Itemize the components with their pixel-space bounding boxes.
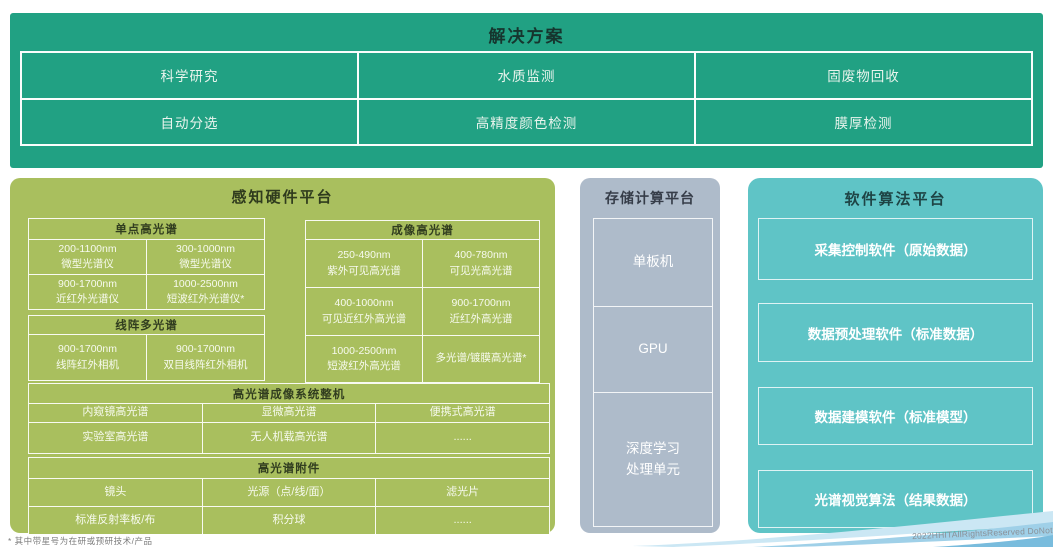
- storage-stack: 单板机 GPU 深度学习 处理单元: [593, 218, 713, 527]
- accessories-table: 高光谱附件 镜头 光源（点/线/面） 滤光片 标准反射率板/布 积分球 ....…: [28, 457, 550, 535]
- device-name: 微型光谱仪: [61, 258, 114, 270]
- device-range: 1000-2500nm: [331, 344, 397, 357]
- solutions-panel: 解决方案 科学研究 水质监测 固废物回收 自动分选 高精度颜色检测 膜厚检测: [10, 13, 1043, 168]
- accessory-cell: 滤光片: [376, 479, 549, 506]
- device-cell: 400-780nm 可见光高光谱: [423, 240, 539, 287]
- single-point-table: 单点高光谱 200-1100nm 微型光谱仪 300-1000nm 微型光谱仪 …: [28, 218, 265, 310]
- line-array-header: 线阵多光谱: [29, 316, 264, 334]
- device-range: 900-1700nm: [451, 297, 511, 310]
- device-name: 可见近红外高光谱: [322, 312, 406, 325]
- accessory-cell: 镜头: [29, 479, 202, 506]
- solutions-title: 解决方案: [488, 27, 565, 46]
- device-range: 900-1700nm: [58, 343, 117, 356]
- device-cell: 900-1700nm 近红外高光谱: [423, 288, 539, 335]
- software-item: 采集控制软件（原始数据）: [758, 218, 1033, 280]
- device-name: 线阵红外相机: [56, 358, 119, 371]
- hardware-panel: 感知硬件平台 单点高光谱 200-1100nm 微型光谱仪 300-1000nm…: [10, 178, 555, 535]
- device-name: 多光谱/镀膜高光谱*: [435, 352, 527, 365]
- device-range: 250-490nm: [337, 249, 391, 262]
- software-item: 数据预处理软件（标准数据）: [758, 303, 1033, 362]
- system-table: 高光谱成像系统整机 内窥镜高光谱 显微高光谱 便携式高光谱 实验室高光谱 无人机…: [28, 383, 550, 454]
- storage-title: 存储计算平台: [605, 190, 695, 206]
- solution-item: 固废物回收: [696, 53, 1031, 98]
- solution-item: 高精度颜色检测: [359, 99, 694, 144]
- device-range: 300-1000nm: [176, 242, 235, 255]
- system-cell: 无人机载高光谱: [202, 423, 376, 453]
- solution-item: 科学研究: [22, 53, 357, 98]
- accessory-cell: 标准反射率板/布: [29, 507, 202, 534]
- solution-item: 膜厚检测: [696, 99, 1031, 144]
- device-range: 400-780nm: [454, 249, 508, 262]
- system-cell: ......: [376, 423, 549, 453]
- storage-panel: 存储计算平台 单板机 GPU 深度学习 处理单元: [580, 178, 720, 533]
- imaging-table: 成像高光谱 250-490nm 紫外可见高光谱 400-780nm 可见光高光谱…: [305, 220, 540, 383]
- device-cell: 900-1700nm 近红外光谱仪: [29, 275, 146, 309]
- device-cell: 200-1100nm 微型光谱仪: [29, 240, 146, 274]
- device-cell: 400-1000nm 可见近红外高光谱: [306, 288, 422, 335]
- device-name: 微型光谱仪: [179, 258, 232, 270]
- device-range: 900-1700nm: [176, 343, 235, 356]
- device-range: 200-1100nm: [58, 242, 117, 255]
- accessory-cell: 积分球: [202, 507, 376, 534]
- system-header: 高光谱成像系统整机: [29, 384, 549, 403]
- software-panel: 软件算法平台 采集控制软件（原始数据） 数据预处理软件（标准数据） 数据建模软件…: [748, 178, 1043, 533]
- device-cell: 多光谱/镀膜高光谱*: [423, 336, 539, 382]
- device-range: 400-1000nm: [334, 297, 394, 310]
- system-cell: 显微高光谱: [202, 404, 376, 422]
- system-cell: 内窥镜高光谱: [29, 404, 202, 422]
- device-range: 1000-2500nm: [173, 277, 238, 290]
- device-cell: 1000-2500nm 短波红外光谱仪*: [147, 275, 264, 309]
- hardware-title: 感知硬件平台: [231, 189, 334, 206]
- accessory-cell: ......: [376, 507, 549, 534]
- device-name: 短波红外高光谱: [327, 360, 401, 372]
- line-array-table: 线阵多光谱 900-1700nm 线阵红外相机 900-1700nm 双目线阵红…: [28, 315, 265, 381]
- device-name: 双目线阵红外相机: [163, 358, 248, 371]
- storage-cell: 单板机: [594, 219, 712, 307]
- swoosh-decoration: [633, 511, 1053, 547]
- solution-item: 自动分选: [22, 99, 357, 144]
- imaging-header: 成像高光谱: [306, 221, 539, 239]
- device-cell: 300-1000nm 微型光谱仪: [147, 240, 264, 274]
- device-cell: 1000-2500nm 短波红外高光谱: [306, 336, 422, 382]
- device-name: 紫外可见高光谱: [327, 264, 401, 277]
- accessories-header: 高光谱附件: [29, 458, 549, 478]
- storage-cell: GPU: [594, 307, 712, 393]
- solution-item: 水质监测: [359, 53, 694, 98]
- single-point-header: 单点高光谱: [29, 219, 264, 239]
- device-name: 短波红外光谱仪*: [166, 293, 245, 305]
- footnote: * 其中带星号为在研或预研技术/产品: [8, 536, 153, 546]
- storage-cell: 深度学习 处理单元: [626, 441, 680, 477]
- system-cell: 实验室高光谱: [29, 423, 202, 453]
- accessory-cell: 光源（点/线/面）: [202, 479, 376, 506]
- device-name: 近红外高光谱: [449, 312, 513, 325]
- device-name: 近红外光谱仪: [56, 293, 119, 305]
- device-range: 900-1700nm: [58, 277, 117, 290]
- software-title: 软件算法平台: [844, 191, 947, 208]
- device-name: 可见光高光谱: [449, 264, 513, 277]
- device-cell: 900-1700nm 线阵红外相机: [29, 335, 146, 380]
- system-cell: 便携式高光谱: [376, 404, 549, 422]
- device-cell: 900-1700nm 双目线阵红外相机: [147, 335, 264, 380]
- solutions-grid: 科学研究 水质监测 固废物回收 自动分选 高精度颜色检测 膜厚检测: [20, 51, 1033, 146]
- software-item: 数据建模软件（标准模型）: [758, 387, 1033, 445]
- device-cell: 250-490nm 紫外可见高光谱: [306, 240, 422, 287]
